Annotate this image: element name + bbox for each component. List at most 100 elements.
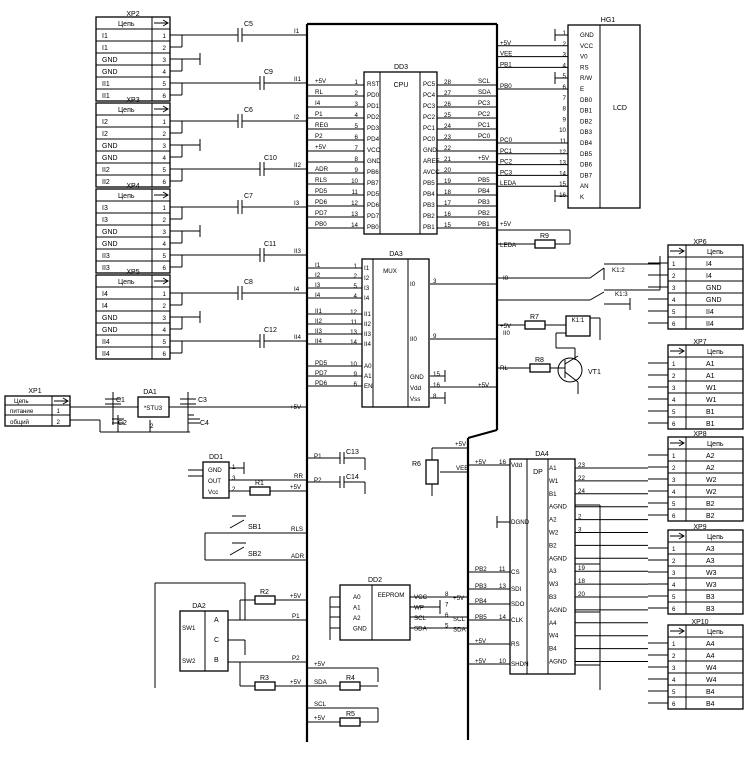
connector-pin-label: W1 <box>706 397 717 404</box>
cpu-pin-number: 23 <box>444 134 451 141</box>
cpu-pin-gnd: GND <box>423 147 437 154</box>
net-p5v-label: +5V <box>455 441 467 448</box>
connector-xp9-name: XP9 <box>693 524 706 531</box>
connector-pin-label: GND <box>102 143 118 150</box>
mux-pin-number: 10 <box>350 361 357 368</box>
dp-pin-agnd: AGND <box>549 504 567 511</box>
mux-pin-number: 13 <box>350 329 357 336</box>
connector-pin-label: W3 <box>706 582 717 589</box>
lcd-net-label: PC0 <box>500 137 513 144</box>
cpu-pin-pd6: PD6 <box>367 202 380 209</box>
cpu-net-label: PD6 <box>315 199 328 206</box>
cpu-pin-pb6: PB6 <box>367 169 379 176</box>
mux-pin-number: 3 <box>433 278 437 285</box>
mux-pin-a0: A0 <box>364 363 372 370</box>
connector-pin-number: 3 <box>163 143 167 150</box>
lcd-net-label: PC3 <box>500 169 513 176</box>
connector-pin-label: B4 <box>706 689 715 696</box>
cpu-net-label: SDA <box>478 89 492 96</box>
connector-pin-label: W4 <box>706 665 717 672</box>
mux-net-label: I1 <box>315 262 321 269</box>
net-label: II4 <box>294 334 301 341</box>
lcd-net-label: LEDA <box>500 180 517 187</box>
connector-pin-label: GND <box>102 155 118 162</box>
cpu-net-label: +5V <box>315 78 327 85</box>
connector-pin-label: B1 <box>706 421 715 428</box>
connector-pin-label: I4 <box>102 303 108 310</box>
net-p5v-label: +5V <box>500 221 512 228</box>
mux-net-label: I3 <box>315 282 321 289</box>
resistor-r4-label: R4 <box>346 675 355 682</box>
net-p2-label: P2 <box>292 655 300 662</box>
lcd-hg1 <box>567 24 641 209</box>
mux-pin-i1: I1 <box>364 265 370 272</box>
connector-pin-label: W2 <box>706 489 717 496</box>
connector-pin-label: GND <box>102 327 118 334</box>
sensor-dd1-name: DD1 <box>209 454 223 461</box>
connector-pin-number: 4 <box>163 155 167 162</box>
mux-pin-number: 12 <box>350 309 357 316</box>
connector-pin-number: 5 <box>672 409 676 416</box>
net-p5v-label: +5V <box>314 715 326 722</box>
net-label: II3 <box>294 248 301 255</box>
connector-pin-label: II2 <box>102 179 110 186</box>
dp-pin-a4: A4 <box>549 620 557 627</box>
cpu-pin-pc4: PC4 <box>423 92 436 99</box>
cpu-pin-number: 15 <box>444 222 451 229</box>
stabilizer-name: DA1 <box>143 389 157 396</box>
arrow-icon-head <box>162 105 169 113</box>
dp-pin-number: 10 <box>499 658 506 665</box>
connector-pin-label: II4 <box>706 321 714 328</box>
connector-pin-label: W3 <box>706 570 717 577</box>
eeprom-pin-number: 5 <box>445 623 449 630</box>
arrow-icon-head <box>678 627 685 635</box>
connector-pin-number: 1 <box>57 408 61 415</box>
net-scl-label: SCL <box>314 701 327 708</box>
cpu-net-label: PB4 <box>478 188 490 195</box>
dp-pin-agnd: AGND <box>549 659 567 666</box>
eeprom-pin-a2: A2 <box>353 615 361 622</box>
resistor-r8 <box>529 363 551 373</box>
dp-title: DP <box>533 469 543 476</box>
cpu-net-label: PC3 <box>478 100 491 107</box>
resistor-r2 <box>254 595 276 605</box>
cpu-pin-number: 8 <box>355 156 359 163</box>
net-p5v-label: +5V <box>478 382 490 389</box>
connector-pin-label: I1 <box>102 33 108 40</box>
connector-pin-label: A4 <box>706 641 715 648</box>
lcd-net-label: PB0 <box>500 83 512 90</box>
connector-pin-label: общий <box>10 419 30 426</box>
connector-pin-number: 3 <box>672 285 676 292</box>
net-label: II2 <box>294 162 301 169</box>
lcd-pin-number: 13 <box>559 160 566 167</box>
connector-xp5-name: XP5 <box>126 269 139 276</box>
connector-pin-number: 4 <box>163 69 167 76</box>
cpu-net-label: RLS <box>315 177 327 184</box>
potentiometer-r6 <box>425 459 439 485</box>
lcd-pin-number: 15 <box>559 181 566 188</box>
c5-label: C5 <box>244 21 253 28</box>
connector-pin-number: 2 <box>672 558 676 565</box>
cpu-net-label: PB2 <box>478 210 490 217</box>
connector-pin-label: I4 <box>706 261 712 268</box>
c10-label: C10 <box>264 155 277 162</box>
mux-pin-number: 16 <box>433 382 440 389</box>
resistor-r5-label: R5 <box>346 711 355 718</box>
sensor-dd1 <box>202 461 230 499</box>
dp-pin-shdn: SHDN <box>511 661 529 668</box>
cpu-pin-number: 2 <box>355 90 359 97</box>
arrow-icon-head <box>162 19 169 27</box>
connector-pin-number: 2 <box>163 303 167 310</box>
c4-label: C4 <box>200 420 209 427</box>
connector-pin-number: 2 <box>672 373 676 380</box>
mux-pin-ii1: II1 <box>364 311 371 318</box>
dp-da4 <box>509 458 576 675</box>
dp-pin-number: 19 <box>578 565 585 572</box>
cpu-pin-pc0: PC0 <box>423 136 436 143</box>
connector-pin-label: B3 <box>706 594 715 601</box>
eeprom-pin-scl: SCL <box>414 615 427 622</box>
connector-frame <box>95 16 171 102</box>
cpu-pin-pd3: PD3 <box>367 125 380 132</box>
mux-pin-number: 5 <box>354 283 358 290</box>
cpu-pin-pd2: PD2 <box>367 114 380 121</box>
